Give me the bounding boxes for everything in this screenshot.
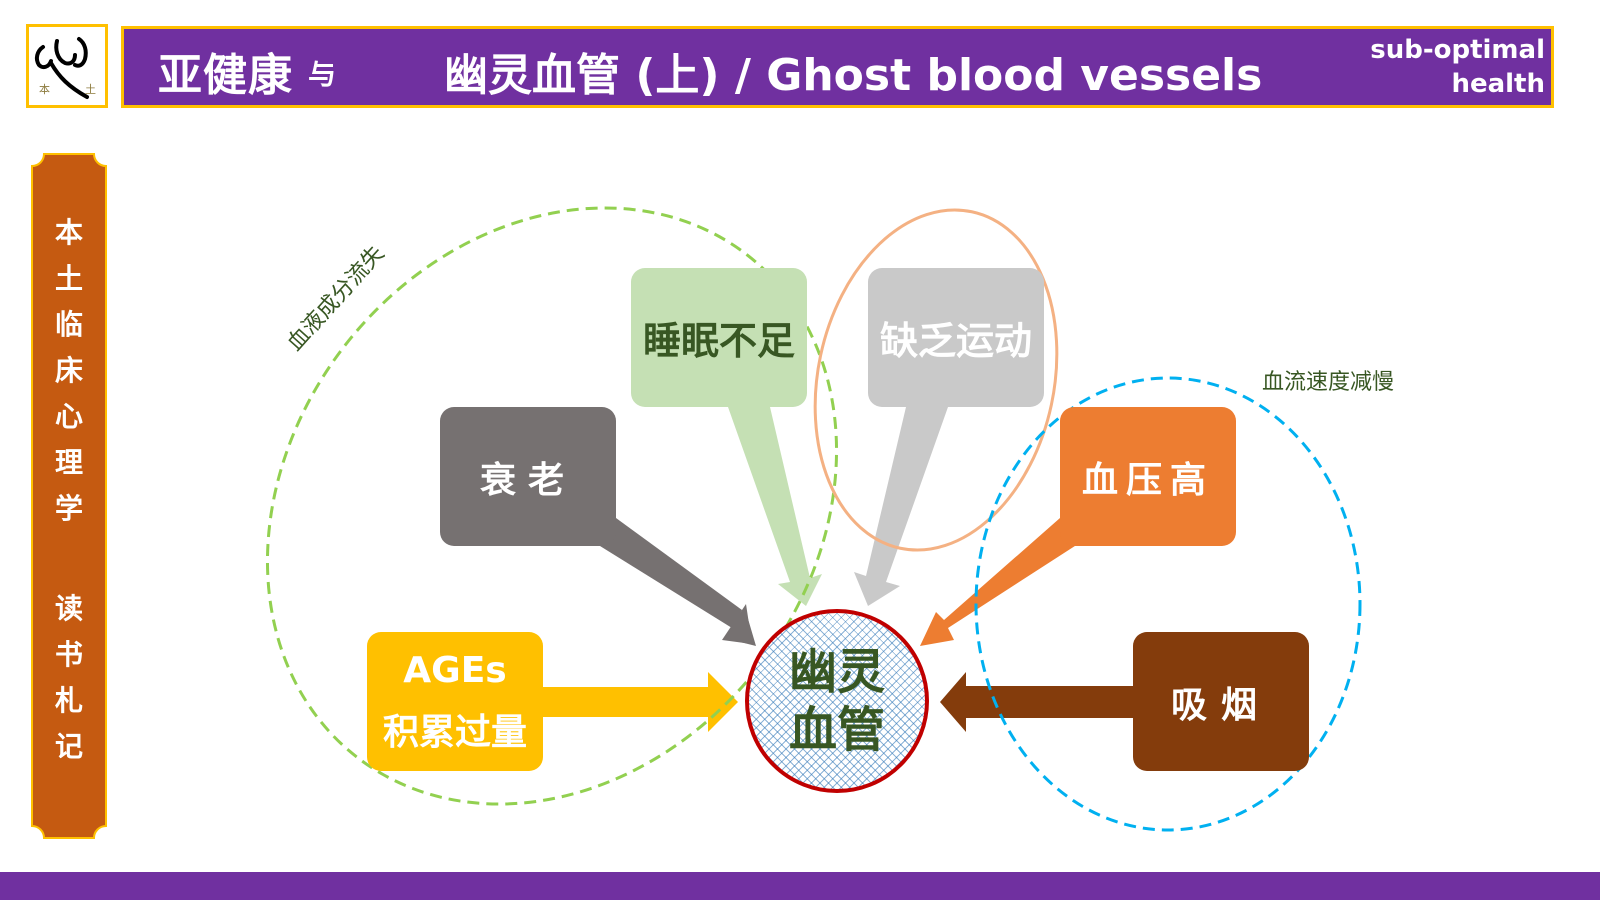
arrow-ages bbox=[543, 672, 738, 732]
logo: 本 土 bbox=[26, 24, 108, 108]
banner-char: 札 bbox=[54, 684, 83, 717]
factor-label-line1: AGEs bbox=[403, 649, 507, 691]
banner-char: 土 bbox=[54, 262, 83, 295]
title-bar: 亚健康 与 幽灵血管 (上) / Ghost blood vessels sub… bbox=[121, 26, 1554, 108]
arrow-aging-body bbox=[600, 518, 742, 628]
factor-sleep: 睡眠不足 bbox=[631, 268, 807, 407]
factor-ages: AGEs 积累过量 bbox=[367, 632, 543, 771]
factor-label: 衰老 bbox=[479, 459, 576, 501]
subtitle-line2: health bbox=[1451, 69, 1545, 99]
seal-calligraphy-icon bbox=[34, 37, 89, 99]
title-subtitle: sub-optimal health bbox=[1370, 33, 1545, 101]
banner-char: 心 bbox=[54, 400, 83, 433]
banner-text-line2: 读 书 札 记 bbox=[30, 586, 108, 770]
banner-char: 本 bbox=[54, 216, 83, 249]
banner-char: 读 bbox=[54, 592, 83, 625]
arrow-smoking bbox=[940, 672, 1133, 732]
banner-char: 书 bbox=[54, 638, 83, 671]
group-label-blood-flow-slow: 血流速度减慢 bbox=[1262, 370, 1395, 395]
logo-seal-left: 本 bbox=[39, 83, 50, 96]
center-label-line1: 幽灵 bbox=[788, 644, 885, 700]
factor-label: 吸烟 bbox=[1170, 684, 1271, 726]
arrow-aging-head bbox=[722, 604, 752, 644]
factor-exercise: 缺乏运动 bbox=[868, 268, 1044, 407]
banner-char: 理 bbox=[54, 446, 83, 479]
banner-shape bbox=[31, 153, 107, 839]
subtitle-line1: sub-optimal bbox=[1370, 35, 1545, 65]
footer-bar bbox=[0, 872, 1600, 900]
factor-smoking: 吸烟 bbox=[1133, 632, 1309, 771]
title-conjunction: 与 bbox=[308, 58, 337, 91]
factor-label: 血压高 bbox=[1081, 459, 1214, 501]
factor-label-line2: 积累过量 bbox=[382, 711, 527, 753]
group-ellipse-lack-exercise bbox=[813, 208, 1059, 552]
group-ellipse-blood-flow-slow bbox=[974, 376, 1362, 832]
banner-char: 记 bbox=[54, 730, 83, 763]
arrow-sleep bbox=[728, 407, 822, 606]
factor-label: 缺乏运动 bbox=[879, 319, 1032, 363]
banner-char: 床 bbox=[54, 354, 83, 387]
factor-aging: 衰老 bbox=[440, 407, 616, 546]
arrow-blood-pressure bbox=[920, 518, 1078, 646]
title-topic: 幽灵血管 (上) / Ghost blood vessels bbox=[444, 50, 1263, 101]
logo-seal-right: 土 bbox=[85, 83, 96, 96]
factor-blood-pressure: 血压高 bbox=[1060, 407, 1236, 546]
center-ghost-vessels: 幽灵 血管 bbox=[745, 609, 929, 793]
factor-label: 睡眠不足 bbox=[642, 319, 795, 363]
side-banner: 本 土 临 床 心 理 学 读 书 札 记 bbox=[30, 152, 108, 840]
banner-char: 学 bbox=[54, 492, 83, 525]
center-label-line2: 血管 bbox=[788, 702, 885, 758]
title-main: 亚健康 bbox=[158, 50, 293, 101]
arrow-exercise bbox=[854, 407, 948, 606]
banner-text-line1: 本 土 临 床 心 理 学 bbox=[30, 210, 108, 532]
banner-char: 临 bbox=[54, 308, 83, 341]
